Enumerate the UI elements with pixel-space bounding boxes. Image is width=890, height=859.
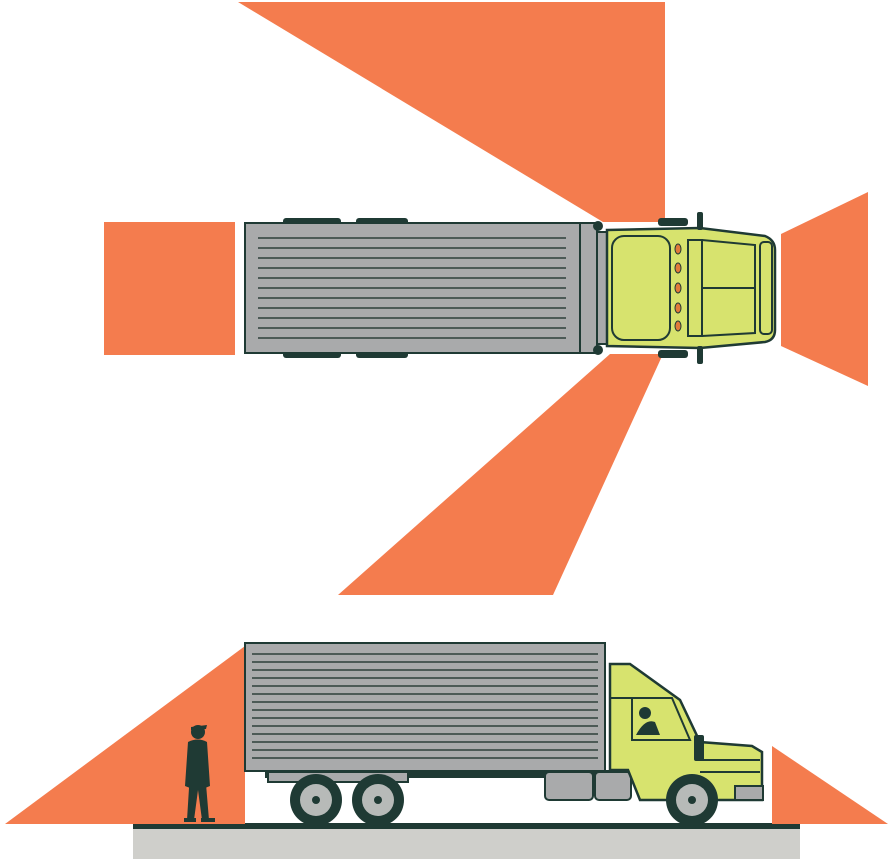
wheel-rear-2 <box>352 774 404 826</box>
blind-zone-right-side <box>338 354 663 595</box>
truck-side-view-icon <box>245 643 763 826</box>
truck-top-view-icon <box>245 212 775 364</box>
blind-zone-rear <box>104 222 235 355</box>
wheel-rear-1 <box>290 774 342 826</box>
side-view-ground <box>133 823 800 859</box>
blind-zone-front <box>781 192 868 386</box>
road <box>133 827 800 859</box>
wheel-front <box>666 774 718 826</box>
blind-zone-top-left-front <box>238 2 665 222</box>
blind-zone-side-front <box>772 746 888 824</box>
blind-zone-side-rear <box>5 646 245 824</box>
